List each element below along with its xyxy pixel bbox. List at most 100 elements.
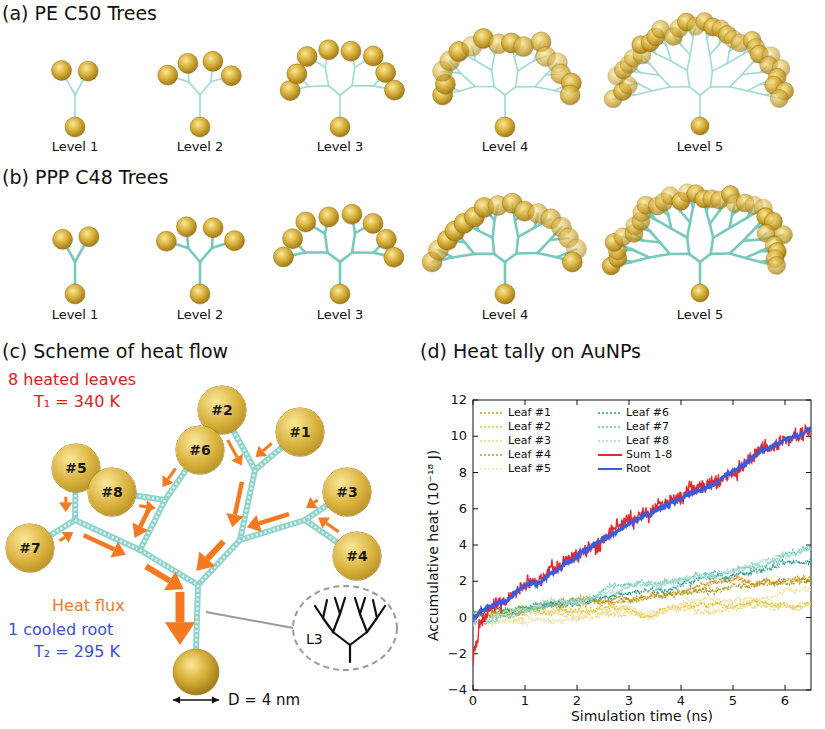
gold-nanoparticle	[158, 65, 178, 85]
polymer-chain	[669, 216, 672, 229]
tick-label: 6	[459, 501, 467, 517]
polymer-chain	[478, 231, 492, 238]
polymer-chain	[634, 91, 652, 95]
polymer-chain	[671, 229, 687, 238]
polymer-chain	[505, 253, 516, 262]
polymer-chain	[690, 207, 693, 222]
tick-label: 12	[450, 392, 467, 408]
polymer-chain	[687, 222, 690, 237]
gold-nanoparticle	[296, 212, 316, 232]
polymer-beads	[240, 470, 255, 540]
level-label: Level 4	[482, 307, 529, 323]
schematic-tree	[340, 598, 345, 614]
leaf-curve	[473, 586, 811, 626]
polymer-chain	[700, 87, 711, 95]
tick	[577, 400, 578, 405]
polymer-chain	[537, 240, 550, 253]
heated-leaf-nanoparticle: #7	[6, 524, 54, 572]
arrow-head	[247, 515, 262, 532]
polymer-chain	[730, 241, 744, 254]
level-label: Level 4	[482, 139, 529, 155]
gold-nanoparticle	[203, 218, 223, 238]
tick	[629, 400, 630, 405]
legend-sample	[480, 426, 504, 428]
tick	[681, 685, 682, 690]
gold-nanoparticle	[495, 284, 515, 304]
polymer-chain	[535, 75, 546, 87]
polymer-chain	[492, 55, 495, 70]
arrow-head	[162, 475, 173, 487]
schematic-tree	[355, 598, 360, 614]
legend-sample	[480, 454, 504, 456]
polymer-chain	[493, 238, 495, 254]
annotation: Heat flux	[52, 596, 125, 615]
polymer-chain	[666, 45, 671, 61]
gold-nanoparticle	[363, 213, 383, 233]
tick	[473, 685, 474, 690]
polymer-chain	[730, 254, 746, 258]
axis-title: Simulation time (ns)	[571, 708, 713, 725]
gold-nanoparticle	[514, 37, 534, 57]
tick	[577, 685, 578, 690]
polymer-chain	[537, 253, 557, 257]
arrow-head	[59, 502, 72, 512]
tick-label: 2	[573, 693, 581, 709]
level-label: Level 1	[52, 139, 99, 155]
schematic-tree	[350, 632, 367, 645]
gold-nanoparticle	[330, 284, 350, 304]
polymer-chain	[535, 87, 554, 91]
gold-nanoparticle	[190, 284, 210, 304]
polymer-chain	[329, 86, 340, 95]
arrow-head	[196, 551, 215, 570]
tick	[473, 508, 478, 509]
polymer-chain	[325, 234, 328, 253]
polymer-chain	[514, 57, 517, 71]
polymer-chain	[305, 251, 327, 254]
tick	[525, 685, 526, 690]
tick-label: 1	[521, 693, 529, 709]
legend-label: Sum 1-8	[626, 448, 672, 461]
level-label: Level 2	[177, 139, 224, 155]
gold-nanoparticle	[770, 90, 788, 108]
tick	[806, 617, 811, 618]
heated-leaf-nanoparticle: #8	[88, 468, 136, 516]
gold-nanoparticle	[768, 256, 786, 274]
plot-curves	[473, 426, 811, 666]
polymer-chain	[650, 64, 659, 75]
gold-nanoparticle	[177, 217, 197, 237]
legend-label: Leaf #2	[508, 420, 551, 433]
legend-sample	[598, 440, 622, 442]
temperature-label: T₁ = 340 K	[34, 392, 120, 411]
polymer-chain	[494, 87, 505, 95]
polymer-chain	[75, 520, 140, 550]
arrow-head	[164, 571, 184, 590]
polymer-chain	[516, 71, 518, 87]
tick	[681, 400, 682, 405]
arrow-head	[111, 541, 126, 557]
schematic-tree	[367, 618, 377, 632]
leaf-number: #7	[19, 540, 40, 556]
panel-title: (c) Scheme of heat flow	[2, 340, 228, 363]
gold-nanoparticle	[287, 64, 307, 84]
tick	[785, 400, 786, 405]
polymer-chain	[188, 248, 200, 262]
polymer-chain	[707, 38, 710, 54]
polymer-chain	[710, 55, 713, 71]
gold-nanoparticle	[79, 227, 99, 247]
tick-label: 6	[781, 693, 789, 709]
tick-label: 5	[729, 693, 737, 709]
gold-nanoparticle	[283, 229, 303, 249]
polymer-chain	[659, 75, 670, 87]
gold-nanoparticle	[190, 117, 210, 137]
heat-flux-arrow	[64, 497, 67, 503]
tick	[806, 508, 811, 509]
polymer-chain	[711, 86, 730, 88]
gold-nanoparticle	[52, 60, 72, 80]
sum-curve	[473, 426, 811, 666]
gold-nanoparticle	[178, 53, 198, 73]
legend-sample	[598, 454, 622, 456]
tick	[629, 685, 630, 690]
polymer-chain	[747, 84, 760, 91]
leaf-number: #8	[101, 484, 122, 500]
